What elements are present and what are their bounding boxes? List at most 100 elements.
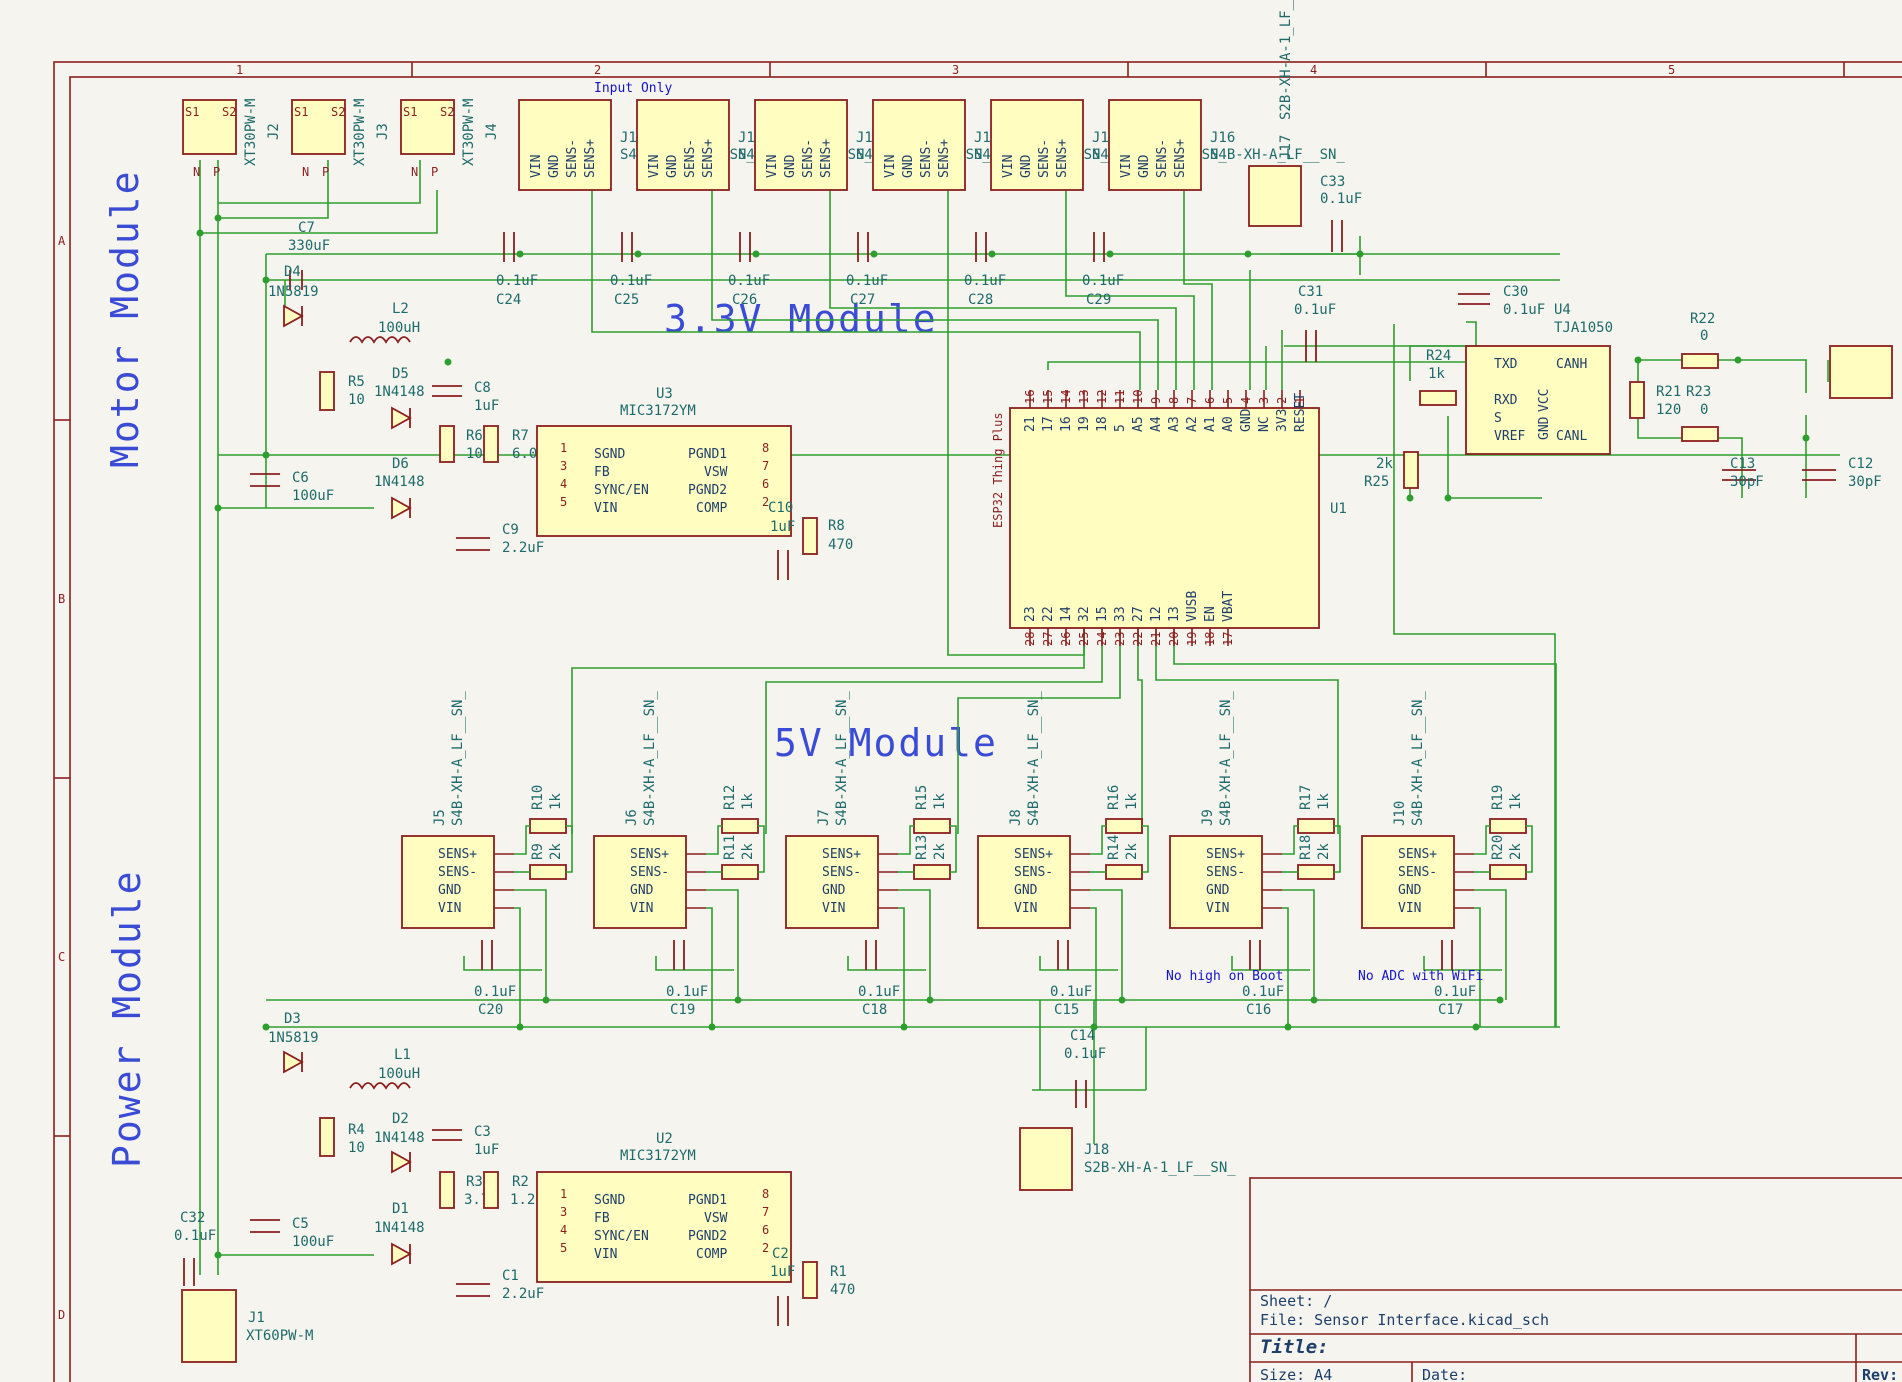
- cap-c7[interactable]: C7 330uF: [288, 220, 330, 290]
- cap-c24[interactable]: 0.1uF C24: [496, 232, 538, 308]
- esp32-bottom-pin-num: 25: [1077, 632, 1091, 646]
- diode-d3[interactable]: D3 1N5819: [268, 1011, 319, 1074]
- ic-u4[interactable]: U4 TJA1050 TXD RXD S VREF VCC GND CANH C…: [1465, 302, 1613, 455]
- esp32-module[interactable]: ESP32 Thing Plus U1 21161715161419131812…: [991, 390, 1347, 646]
- svg-text:GND: GND: [1537, 416, 1552, 440]
- cap-c10[interactable]: C10 1uF: [768, 500, 795, 580]
- svg-text:L2: L2: [392, 301, 409, 317]
- sens5v-pin-name: SENS-: [1014, 865, 1053, 880]
- cap-c13[interactable]: C13 30pF: [1722, 456, 1764, 490]
- inductor-l1[interactable]: L1 100uH: [349, 1047, 420, 1090]
- cap-c30[interactable]: C30 0.1uF: [1458, 284, 1545, 318]
- diode-d2[interactable]: D2 1N4148: [374, 1111, 425, 1174]
- cap-c29[interactable]: 0.1uF C29: [1082, 232, 1124, 308]
- cap-c33[interactable]: C33 0.1uF: [1320, 174, 1362, 252]
- connector-j2[interactable]: S1 S2 N P XT30PW-M J2: [182, 99, 282, 179]
- ic-u2[interactable]: U2 MIC3172YM 1 SGND 3 FB 4 SYNC/EN 5 VIN…: [536, 1131, 792, 1283]
- diode-d5[interactable]: D5 1N4148: [374, 366, 425, 430]
- svg-text:C19: C19: [670, 1002, 695, 1018]
- resistor-r4[interactable]: R4 10: [319, 1117, 365, 1157]
- cap-c6[interactable]: C6 100uF: [250, 470, 334, 504]
- resistor-r8[interactable]: R8 470: [802, 517, 853, 555]
- diode-d1[interactable]: D1 1N4148: [374, 1201, 425, 1266]
- connector-j3[interactable]: S1 S2 N P XT30PW-M J3: [291, 99, 391, 179]
- can-connector[interactable]: [1829, 345, 1893, 399]
- resistor-r2[interactable]: R2 1.2k: [483, 1171, 544, 1209]
- cap-c28[interactable]: 0.1uF C28: [964, 232, 1006, 308]
- connector-j4[interactable]: S1 S2 N P XT30PW-M J4: [400, 99, 500, 179]
- cap-c12[interactable]: C12 30pF: [1802, 456, 1882, 490]
- svg-text:S2B-XH-A-1_LF__SN_: S2B-XH-A-1_LF__SN_: [1084, 1160, 1236, 1176]
- esp32-top-pin-name: 5: [1113, 424, 1128, 432]
- esp32-top-pin-name: GND: [1239, 408, 1254, 432]
- esp32-bottom-pin-name: VUSB: [1185, 591, 1200, 622]
- cap-c1[interactable]: C1 2.2uF: [456, 1268, 544, 1302]
- esp32-bottom-pin-name: 14: [1059, 606, 1074, 622]
- svg-text:C28: C28: [968, 292, 993, 308]
- cap-c3[interactable]: C3 1uF: [432, 1124, 499, 1158]
- svg-text:N: N: [411, 165, 418, 179]
- resistor-r21[interactable]: R21 120: [1629, 381, 1681, 419]
- svg-text:C33: C33: [1320, 174, 1345, 190]
- cap-c32[interactable]: C32 0.1uF: [174, 1210, 216, 1286]
- resistor-r22[interactable]: R22 0: [1681, 311, 1719, 369]
- resistor-r1[interactable]: R1 470: [802, 1261, 855, 1299]
- svg-text:1.2k: 1.2k: [510, 1192, 544, 1208]
- connector-j12[interactable]: VIN GND SENS- SENS+ J12 S4B-XH-A_LF__SN_: [636, 99, 873, 191]
- connector-j18[interactable]: J18 S2B-XH-A-1_LF__SN_: [1019, 1127, 1236, 1191]
- resistor-r23[interactable]: R23 0: [1681, 384, 1719, 442]
- svg-text:R3: R3: [466, 1174, 483, 1190]
- diode-d6[interactable]: D6 1N4148: [374, 456, 425, 520]
- resistor-r24[interactable]: R24 1k: [1419, 348, 1457, 406]
- cap-c5[interactable]: C5 100uF: [250, 1216, 334, 1250]
- cap-c26[interactable]: 0.1uF C26: [728, 232, 770, 308]
- connector-j16[interactable]: VIN GND SENS- SENS+ J16 S4B-XH-A_LF__SN_: [1108, 99, 1345, 191]
- svg-text:C17: C17: [1438, 1002, 1463, 1018]
- cap-c31[interactable]: C31 0.1uF: [1294, 284, 1336, 362]
- cap-c2[interactable]: C2 1uF: [770, 1246, 795, 1326]
- diode-d4[interactable]: D4 1N5819: [268, 264, 319, 328]
- cap-c8[interactable]: C8 1uF: [432, 380, 499, 414]
- svg-text:SENS+: SENS+: [1173, 139, 1188, 178]
- svg-text:TXD: TXD: [1494, 357, 1518, 372]
- svg-text:RXD: RXD: [1494, 393, 1518, 408]
- connector-j17[interactable]: J17 S2B-XH-A-1_LF__SN_: [1248, 0, 1302, 227]
- svg-text:100uH: 100uH: [378, 1066, 420, 1082]
- svg-text:D2: D2: [392, 1111, 409, 1127]
- cap-c25[interactable]: 0.1uF C25: [610, 232, 652, 308]
- cap-c9[interactable]: C9 2.2uF: [456, 522, 544, 556]
- ic-u3[interactable]: U3 MIC3172YM 1 SGND 3 FB 4 SYNC/EN 5 VIN…: [536, 386, 792, 537]
- cap-c27[interactable]: 0.1uF C27: [846, 232, 888, 308]
- svg-text:VIN: VIN: [1119, 155, 1134, 178]
- connector-j1[interactable]: J1 XT60PW-M: [181, 1289, 313, 1363]
- svg-text:2k: 2k: [1124, 843, 1140, 860]
- resistor-r5[interactable]: R5 10: [319, 371, 365, 411]
- inductor-l2[interactable]: L2 100uH: [349, 301, 420, 344]
- resistor-r25[interactable]: 2k R25: [1364, 451, 1419, 490]
- cap-c14[interactable]: C14 0.1uF: [1064, 1028, 1106, 1108]
